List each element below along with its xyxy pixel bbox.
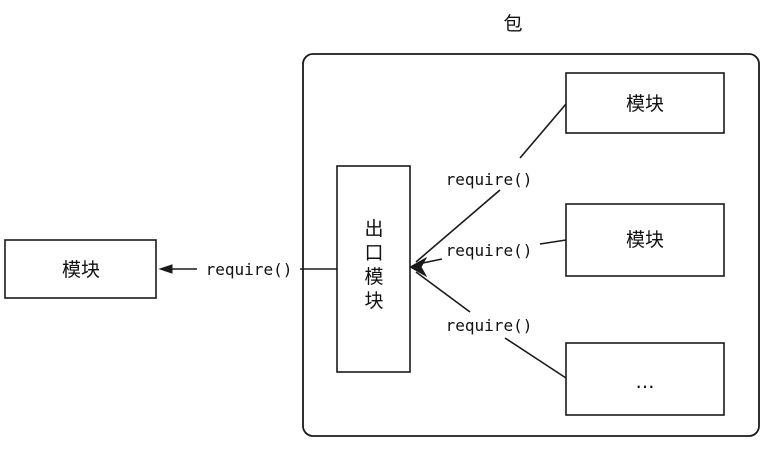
inner-module-2-box (565, 203, 725, 277)
inner-module-2: 模块 (565, 203, 725, 277)
external-module-label: 模块 (62, 259, 100, 281)
converge-arrowhead (408, 256, 428, 278)
inner-edge-1-line-bottom (415, 189, 501, 263)
inner-edge-1-line-top (519, 103, 567, 159)
export-edge-label: require() (206, 260, 293, 279)
inner-module-1-label: 模块 (626, 93, 664, 115)
external-module: 模块 (4, 239, 157, 299)
exit-module-box (336, 165, 411, 373)
exit-module-char-2: 口 (364, 242, 383, 264)
inner-module-1: 模块 (565, 72, 725, 134)
inner-edge-2-line-right (539, 239, 567, 245)
inner-module-3-label: … (636, 371, 655, 393)
inner-edge-1: require() (415, 103, 567, 263)
inner-module-2-label: 模块 (626, 229, 664, 251)
exit-module-char-3: 模 (364, 266, 383, 288)
package-title: 包 (503, 13, 522, 35)
export-edge: require() (158, 260, 337, 279)
inner-edge-1-label: require() (446, 170, 533, 189)
inner-edge-3: require() (415, 271, 567, 379)
inner-edge-3-line-top (415, 271, 471, 313)
inner-edge-2-label: require() (446, 241, 533, 260)
exit-module: 出 口 模 块 (336, 165, 411, 373)
inner-edge-3-line-bottom (504, 337, 567, 379)
inner-module-3: … (565, 342, 725, 416)
exit-module-char-4: 块 (364, 290, 383, 312)
exit-module-char-1: 出 (364, 218, 383, 240)
inner-edge-3-label: require() (446, 316, 533, 335)
inner-module-3-box (565, 342, 725, 416)
export-edge-arrowhead (158, 264, 173, 274)
inner-module-1-box (565, 72, 725, 134)
package-container (302, 53, 760, 437)
external-module-box (4, 239, 157, 299)
